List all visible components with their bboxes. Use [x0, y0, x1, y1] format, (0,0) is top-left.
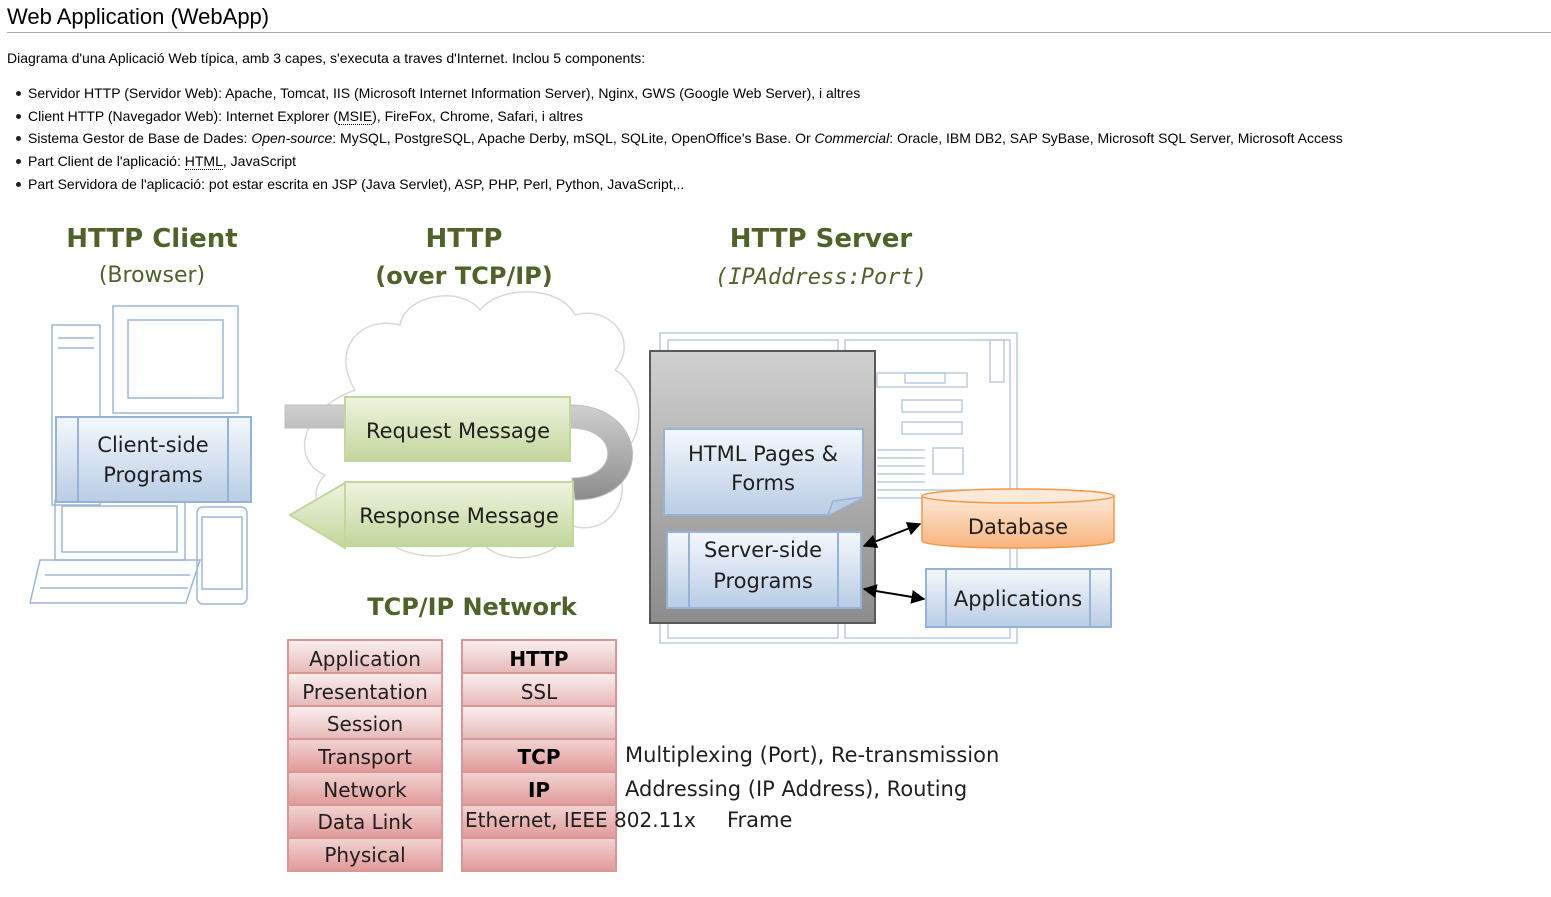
list-item: Servidor HTTP (Servidor Web): Apache, To… [16, 84, 1343, 102]
client-programs-line1: Client-side [97, 433, 208, 457]
bullet-icon [16, 91, 21, 96]
protocol-label: TCP [518, 745, 561, 769]
protocol-label: Ethernet, IEEE 802.11x [465, 808, 696, 832]
database-label: Database [968, 515, 1068, 539]
applications-label: Applications [954, 587, 1082, 611]
html-pages-box: HTML Pages & Forms [663, 428, 864, 516]
osi-layer: Session [327, 712, 403, 736]
webapp-diagram: HTTP Client (Browser) HTTP (over TCP/IP)… [29, 224, 1115, 872]
bullet-icon [16, 113, 21, 119]
client-programs-line2: Programs [103, 463, 203, 487]
network-title: TCP/IP Network [367, 593, 578, 621]
bullet-icon [16, 181, 21, 187]
osi-layer: Application [309, 647, 421, 671]
server-title: HTTP Server [730, 224, 913, 254]
component-list: Servidor HTTP (Servidor Web): Apache, To… [16, 84, 1343, 197]
server-programs-line2: Programs [713, 569, 813, 593]
datalink-note: Frame [727, 808, 792, 832]
db-arrow [862, 522, 922, 548]
response-label: Response Message [359, 504, 559, 528]
apps-arrow [862, 584, 926, 604]
bullet-icon [16, 159, 21, 165]
protocol-label: IP [528, 778, 550, 802]
server-subtitle: (IPAddress:Port) [715, 265, 927, 290]
osi-layer-stack: Application Presentation Session Transpo… [287, 639, 443, 872]
request-label: Request Message [366, 419, 550, 443]
server-programs-box: Server-side Programs [666, 531, 862, 609]
server-programs-line1: Server-side [704, 538, 822, 562]
computer-icon [29, 305, 248, 605]
protocol-stack: HTTP SSL TCP IP Ethernet, IEEE 802.11x [461, 639, 696, 872]
database-icon: Database [921, 488, 1115, 549]
client-subtitle: (Browser) [99, 263, 205, 288]
protocol-label: HTTP [509, 647, 568, 671]
request-message: Request Message [344, 396, 571, 462]
http-subtitle: (over TCP/IP) [375, 262, 552, 290]
bullet-icon [16, 136, 21, 142]
osi-layer: Physical [324, 843, 405, 867]
applications-box: Applications [925, 568, 1112, 628]
list-item: Client HTTP (Navegador Web): Internet Ex… [16, 107, 1343, 125]
list-item: Part Servidora de l'aplicació: pot estar… [16, 175, 1343, 193]
client-programs-box: Client-side Programs [55, 416, 252, 503]
client-title: HTTP Client [66, 224, 237, 254]
html-pages-line2: Forms [731, 471, 795, 495]
osi-layer: Transport [317, 745, 412, 769]
http-title: HTTP [426, 224, 503, 254]
response-message: Response Message [288, 481, 574, 550]
abbr-html: HTML [184, 153, 223, 171]
osi-layer: Network [323, 778, 407, 802]
page-title: Web Application (WebApp) [7, 4, 1551, 33]
network-note: Addressing (IP Address), Routing [625, 777, 967, 801]
protocol-label: SSL [521, 680, 558, 704]
abbr-msie: MSIE [337, 107, 373, 125]
osi-layer: Presentation [302, 680, 428, 704]
intro-text: Diagrama d'una Aplicació Web típica, amb… [7, 50, 646, 66]
list-item: Sistema Gestor de Base de Dades: Open-so… [16, 129, 1343, 147]
transport-note: Multiplexing (Port), Re-transmission [625, 743, 999, 767]
list-item: Part Client de l'aplicació: HTML, JavaSc… [16, 152, 1343, 171]
osi-layer: Data Link [317, 810, 412, 834]
html-pages-line1: HTML Pages & [688, 442, 838, 466]
